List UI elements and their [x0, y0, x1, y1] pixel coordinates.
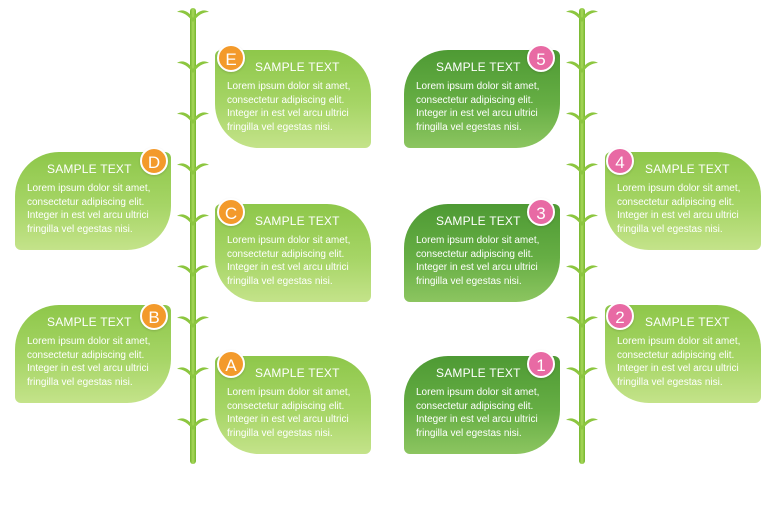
leaf-card-body: Lorem ipsum dolor sit amet, consectetur …: [416, 81, 540, 133]
sprout-leaf: [193, 10, 209, 22]
step-badge-3: 3: [527, 198, 555, 226]
sprout-leaf: [582, 214, 598, 226]
leaf-card-body: Lorem ipsum dolor sit amet, consectetur …: [27, 183, 151, 235]
sprout-leaf: [582, 112, 598, 124]
leaf-card-title: SAMPLE TEXT: [436, 366, 521, 380]
left-stem: [177, 8, 209, 464]
sprout-leaf: [566, 265, 582, 277]
sprout-leaf: [566, 367, 582, 379]
sprout-leaf: [177, 112, 193, 124]
sprout-leaf: [566, 10, 582, 22]
sprout-leaf: [582, 316, 598, 328]
sprout-leaf: [177, 10, 193, 22]
step-badge-e: E: [217, 44, 245, 72]
sprout-leaf: [193, 367, 209, 379]
sprout-leaf: [566, 112, 582, 124]
step-badge-b: B: [140, 302, 168, 330]
sprout-leaf: [193, 163, 209, 175]
leaf-card-body: Lorem ipsum dolor sit amet, consectetur …: [416, 387, 540, 439]
step-badge-4: 4: [606, 147, 634, 175]
leaf-card-d: SAMPLE TEXT Lorem ipsum dolor sit amet, …: [15, 152, 171, 250]
sprout-leaf: [177, 418, 193, 430]
sprout-leaf: [193, 265, 209, 277]
sprout-leaf: [177, 316, 193, 328]
right-stem: [566, 8, 598, 464]
leaf-card-body: Lorem ipsum dolor sit amet, consectetur …: [617, 183, 741, 235]
leaf-card-body: Lorem ipsum dolor sit amet, consectetur …: [416, 235, 540, 287]
leaf-card-body: Lorem ipsum dolor sit amet, consectetur …: [27, 336, 151, 388]
sprout-leaf: [177, 367, 193, 379]
sprout-leaf: [566, 163, 582, 175]
leaf-card-body: Lorem ipsum dolor sit amet, consectetur …: [227, 81, 351, 133]
step-badge-1: 1: [527, 350, 555, 378]
leaf-card-3: SAMPLE TEXT Lorem ipsum dolor sit amet, …: [404, 204, 560, 302]
leaf-card-title: SAMPLE TEXT: [436, 214, 521, 228]
sprout-leaf: [193, 316, 209, 328]
leaf-card-title: SAMPLE TEXT: [255, 366, 340, 380]
sprout-leaf: [582, 10, 598, 22]
leaf-card-e: SAMPLE TEXT Lorem ipsum dolor sit amet, …: [215, 50, 371, 148]
leaf-card-title: SAMPLE TEXT: [645, 315, 730, 329]
sprout-leaf: [566, 418, 582, 430]
leaf-card-title: SAMPLE TEXT: [255, 214, 340, 228]
sprout-leaf: [193, 112, 209, 124]
sprout-leaf: [193, 61, 209, 73]
sprout-leaf: [582, 265, 598, 277]
sprout-leaf: [193, 418, 209, 430]
sprout-leaf: [566, 61, 582, 73]
leaf-card-title: SAMPLE TEXT: [645, 162, 730, 176]
sprout-leaf: [566, 214, 582, 226]
sprout-leaf: [177, 265, 193, 277]
stem-trunk: [190, 8, 196, 464]
leaf-card-body: Lorem ipsum dolor sit amet, consectetur …: [227, 387, 351, 439]
sprout-leaf: [193, 214, 209, 226]
sprout-leaf: [177, 163, 193, 175]
sprout-leaf: [582, 367, 598, 379]
sprout-leaf: [582, 163, 598, 175]
leaf-card-title: SAMPLE TEXT: [436, 60, 521, 74]
step-badge-2: 2: [606, 302, 634, 330]
step-badge-a: A: [217, 350, 245, 378]
sprout-leaf: [582, 418, 598, 430]
sprout-leaf: [566, 316, 582, 328]
leaf-card-title: SAMPLE TEXT: [47, 162, 132, 176]
sprout-leaf: [177, 214, 193, 226]
sprout-leaf: [582, 61, 598, 73]
leaf-card-title: SAMPLE TEXT: [47, 315, 132, 329]
leaf-card-body: Lorem ipsum dolor sit amet, consectetur …: [227, 235, 351, 287]
leaf-card-title: SAMPLE TEXT: [255, 60, 340, 74]
step-badge-c: C: [217, 198, 245, 226]
sprout-leaf: [177, 61, 193, 73]
stem-trunk: [579, 8, 585, 464]
leaf-card-body: Lorem ipsum dolor sit amet, consectetur …: [617, 336, 741, 388]
step-badge-5: 5: [527, 44, 555, 72]
step-badge-d: D: [140, 147, 168, 175]
